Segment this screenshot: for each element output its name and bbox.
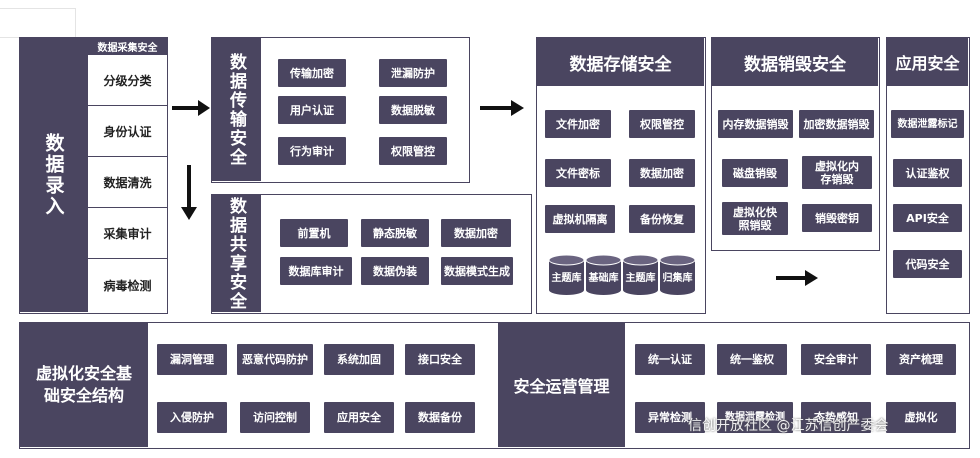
database-icon: 基础库 [585, 254, 622, 296]
security-ops-title: 安全运营管理 [498, 323, 625, 447]
sharing-chip: 数据库审计 [280, 257, 352, 285]
virt-chip: 数据备份 [405, 402, 475, 433]
arrow-right-icon [776, 270, 818, 286]
ops-chip: 异常检测 [635, 402, 705, 433]
app-chip: 代码安全 [893, 250, 962, 278]
data-storage-title: 数据存储安全 [537, 38, 704, 86]
database-label: 主题库 [551, 273, 582, 284]
transfer-chip: 行为审计 [278, 137, 346, 165]
ops-chip: 资产梳理 [886, 344, 956, 375]
virt-chip: 接口安全 [405, 344, 475, 375]
destroy-chip: 磁盘销毁 [722, 159, 788, 187]
app-chip: 认证鉴权 [893, 159, 962, 187]
ops-chip: 态势感知 [801, 402, 871, 433]
virt-chip: 访问控制 [240, 402, 310, 433]
virt-chip: 入侵防护 [157, 402, 227, 433]
transfer-chip: 数据脱敏 [379, 96, 447, 124]
destroy-chip: 虚拟化快照销毁 [722, 202, 788, 235]
database-label: 主题库 [625, 273, 656, 284]
transfer-chip: 用户认证 [278, 96, 346, 124]
destroy-chip: 虚拟化内存销毁 [802, 156, 872, 189]
sharing-chip: 数据加密 [441, 219, 511, 247]
entry-item: 病毒检测 [103, 279, 152, 293]
sharing-chip: 数据模式生成 [441, 257, 513, 285]
database-label: 归集库 [662, 273, 693, 284]
virtualization-title-text: 虚拟化安全基础安全结构 [35, 364, 132, 405]
entry-list-header: 数据采集安全 [88, 38, 167, 55]
data-destroy-panel: 数据销毁安全 内存数据销毁 加密数据销毁 磁盘销毁 虚拟化内存销毁 虚拟化快照销… [711, 37, 880, 251]
virtualization-title: 虚拟化安全基础安全结构 [20, 323, 148, 447]
database-icon: 归集库 [659, 254, 696, 296]
virt-chip: 漏洞管理 [157, 344, 227, 375]
storage-chip: 文件密标 [545, 159, 611, 187]
sharing-chip: 静态脱敏 [361, 219, 429, 247]
transfer-chip: 传输加密 [278, 59, 346, 87]
entry-item: 分级分类 [88, 55, 167, 106]
data-sharing-title: 数据共享安全 [212, 195, 261, 312]
storage-chip: 权限管控 [629, 110, 695, 138]
data-transfer-title: 数据传输安全 [212, 38, 261, 181]
database-icon: 主题库 [548, 254, 585, 296]
data-destroy-title: 数据销毁安全 [712, 38, 878, 86]
virt-chip: 系统加固 [324, 344, 394, 375]
ops-chip: 统一鉴权 [717, 344, 787, 375]
ops-chip: 安全审计 [801, 344, 871, 375]
app-chip: 数据泄露标记 [891, 110, 964, 138]
watermark: 信创开放社区 @江苏信创产委会 [688, 418, 889, 434]
entry-item: 采集审计 [88, 208, 167, 259]
database-icon: 主题库 [622, 254, 659, 296]
destroy-chip: 内存数据销毁 [718, 110, 793, 138]
entry-item: 数据清洗 [88, 157, 167, 208]
ops-chip: 虚拟化 [886, 402, 956, 433]
storage-chip: 文件加密 [545, 110, 611, 138]
sharing-chip: 数据伪装 [361, 257, 429, 285]
data-storage-panel: 数据存储安全 文件加密 权限管控 文件密标 数据加密 虚拟机隔离 备份恢复 主题… [536, 37, 706, 314]
destroy-chip: 加密数据销毁 [799, 110, 874, 138]
data-transfer-panel: 数据传输安全 传输加密 泄漏防护 用户认证 数据脱敏 行为审计 权限管控 [211, 37, 470, 183]
data-sharing-panel: 数据共享安全 前置机 静态脱敏 数据加密 数据库审计 数据伪装 数据模式生成 [211, 194, 532, 314]
transfer-chip: 权限管控 [379, 137, 447, 165]
storage-chip: 备份恢复 [629, 205, 695, 233]
virt-chip: 应用安全 [324, 402, 394, 433]
faint-frame [0, 8, 76, 38]
bottom-panel: 虚拟化安全基础安全结构 漏洞管理 恶意代码防护 系统加固 接口安全 入侵防护 访… [19, 322, 970, 449]
entry-item: 身份认证 [88, 106, 167, 157]
storage-chip: 数据加密 [629, 159, 695, 187]
arrow-right-icon [480, 100, 524, 116]
storage-chip: 虚拟机隔离 [545, 205, 615, 233]
sharing-chip: 前置机 [280, 219, 348, 247]
app-security-panel: 应用安全 数据泄露标记 认证鉴权 API安全 代码安全 [886, 37, 970, 314]
database-label: 基础库 [588, 273, 619, 284]
destroy-chip: 销毁密钥 [802, 204, 872, 232]
transfer-chip: 泄漏防护 [379, 59, 447, 87]
arrow-down-icon [181, 165, 197, 220]
ops-chip: 统一认证 [635, 344, 705, 375]
app-chip: API安全 [893, 204, 962, 232]
app-security-title: 应用安全 [887, 38, 968, 86]
data-entry-title: 数据录入 [20, 38, 88, 312]
ops-chip: 数据泄露检测 [717, 402, 793, 433]
arrow-right-icon [172, 100, 210, 116]
data-entry-panel: 数据录入 数据采集安全 分级分类 身份认证 数据清洗 采集审计 病毒检测 [19, 37, 168, 314]
virt-chip: 恶意代码防护 [237, 344, 313, 375]
entry-list: 数据采集安全 分级分类 身份认证 数据清洗 采集审计 病毒检测 [88, 38, 167, 312]
